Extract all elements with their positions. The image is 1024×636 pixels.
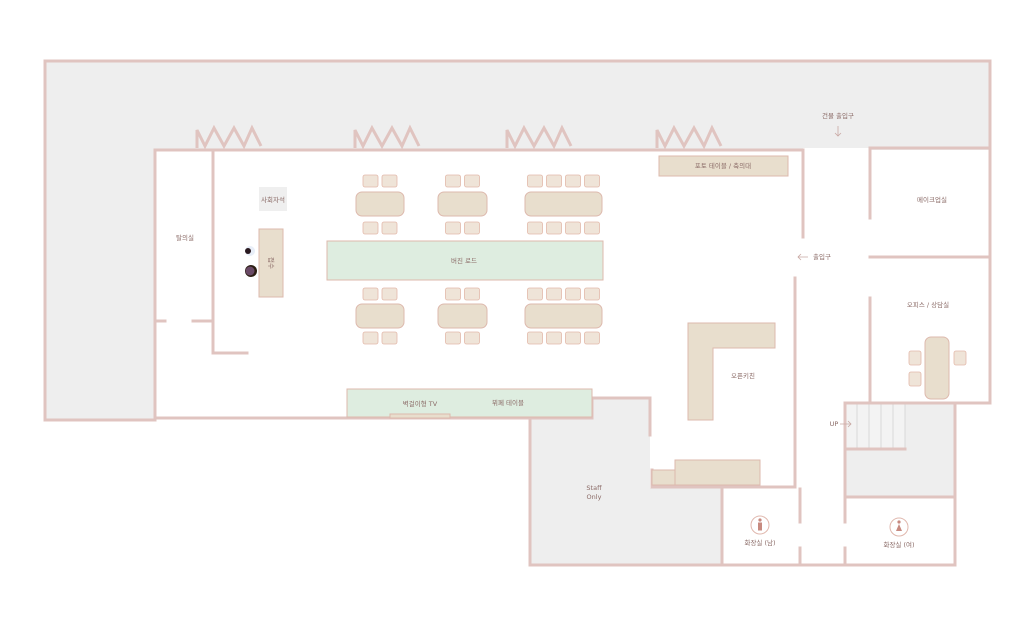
chair <box>362 287 379 301</box>
mc-stand-label: 사회자석 <box>261 195 285 204</box>
chair <box>565 331 581 345</box>
chair <box>565 174 581 188</box>
virgin-road-label: 버진 로드 <box>451 256 477 265</box>
chair <box>908 371 922 387</box>
entrance-label: 출입구 <box>813 252 831 261</box>
restroom-men-label: 화장실 (남) <box>744 538 775 547</box>
chair <box>381 331 398 345</box>
office-table <box>924 336 950 400</box>
chair <box>362 174 379 188</box>
chair <box>445 221 461 235</box>
male-restroom-icon <box>750 515 770 535</box>
kitchen-counter <box>674 459 761 486</box>
chair <box>362 331 379 345</box>
reception-label: 접수 <box>267 257 275 269</box>
stairs-up-label: UP <box>830 420 839 428</box>
chair <box>546 331 562 345</box>
staff-figures <box>245 246 257 277</box>
chair <box>584 331 600 345</box>
chair <box>445 174 461 188</box>
chair <box>381 287 398 301</box>
chair <box>546 174 562 188</box>
kitchen-counter-l <box>687 322 776 421</box>
chair <box>584 221 600 235</box>
wall-tv-label: 벽걸이형 TV <box>403 399 438 408</box>
chair <box>565 287 581 301</box>
outer-corridor <box>45 61 990 150</box>
virgin-road <box>326 240 604 281</box>
chair <box>527 331 543 345</box>
buffet-table <box>346 388 593 418</box>
chair <box>464 174 480 188</box>
chair <box>527 287 543 301</box>
photo-table <box>658 155 789 177</box>
chair <box>464 221 480 235</box>
female-restroom-icon <box>889 517 909 537</box>
stairs <box>844 402 906 450</box>
restroom-women-label: 화장실 (여) <box>883 540 914 549</box>
chair <box>445 287 461 301</box>
chair <box>546 221 562 235</box>
office-label: 오피스 / 상담실 <box>907 300 949 309</box>
dressing-room-label: 탈의실 <box>176 233 194 242</box>
chair <box>464 331 480 345</box>
chair <box>953 350 967 366</box>
staff-only-label-2: Only <box>587 493 602 501</box>
arrow-down-icon <box>834 126 842 137</box>
windows <box>195 124 723 150</box>
guest-table <box>524 191 603 217</box>
chair <box>584 287 600 301</box>
chair <box>908 350 922 366</box>
chair <box>527 174 543 188</box>
staff-only-label: Staff <box>586 484 602 492</box>
arrow-left-icon <box>797 253 808 261</box>
guest-table <box>355 191 405 217</box>
guest-tables <box>355 174 967 387</box>
buffet-table-label: 뷔페 테이블 <box>492 398 524 407</box>
chair <box>464 287 480 301</box>
chair <box>565 221 581 235</box>
chair <box>527 221 543 235</box>
wall-tv <box>389 413 451 419</box>
photo-table-label: 포토 테이블 / 축의대 <box>695 161 751 170</box>
chair <box>381 174 398 188</box>
guest-table <box>524 303 603 329</box>
chair <box>546 287 562 301</box>
guest-table <box>355 303 405 329</box>
building-entrance-label: 건물 출입구 <box>822 111 854 120</box>
open-kitchen-label: 오픈키친 <box>731 371 755 380</box>
chair <box>362 221 379 235</box>
chair <box>584 174 600 188</box>
guest-table <box>437 191 488 217</box>
chair <box>445 331 461 345</box>
mc-stand <box>259 187 287 211</box>
makeup-room-label: 메이크업실 <box>917 195 947 204</box>
arrow-right-icon <box>840 420 852 428</box>
chair <box>381 221 398 235</box>
left-strip <box>45 150 155 420</box>
guest-table <box>437 303 488 329</box>
reception-desk <box>258 228 284 298</box>
